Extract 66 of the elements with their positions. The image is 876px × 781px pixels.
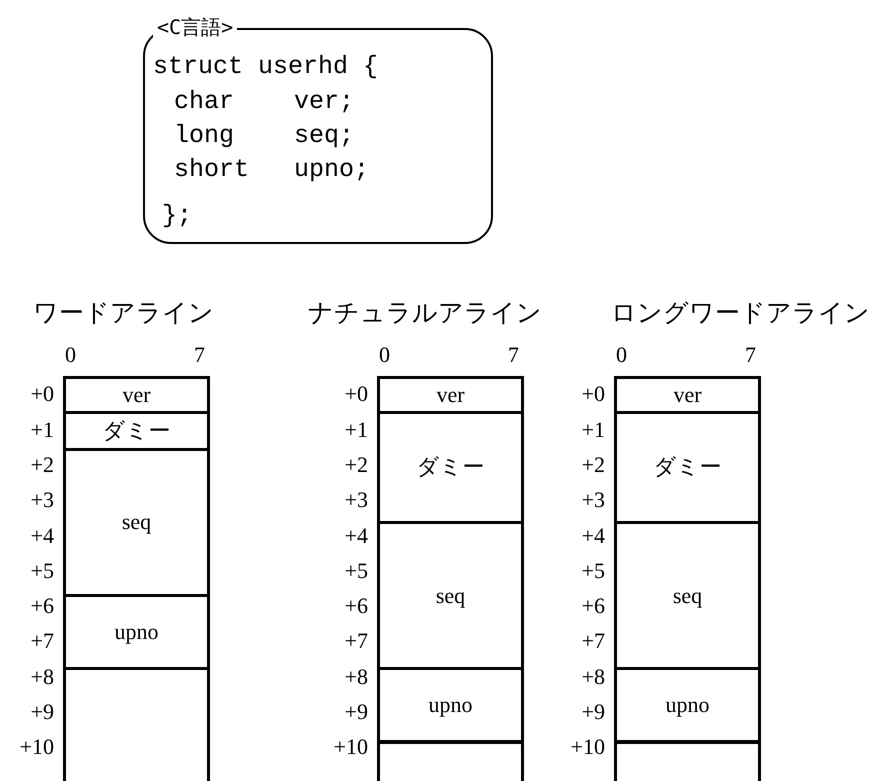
byte-offset: +0 xyxy=(30,383,54,406)
code-line: }; xyxy=(162,203,192,228)
byte-offset: +4 xyxy=(30,524,54,546)
byte-offset: +8 xyxy=(344,666,368,688)
byte-offset: +6 xyxy=(582,595,605,618)
memory-cell xyxy=(63,411,210,451)
byte-offset: +2 xyxy=(582,454,605,476)
byte-offset: +4 xyxy=(344,524,368,546)
byte-offset: +3 xyxy=(344,489,368,512)
memory-cell xyxy=(377,667,524,744)
byte-offset: +8 xyxy=(30,666,54,688)
byte-offset: +6 xyxy=(344,595,368,618)
byte-offset: +5 xyxy=(344,560,368,582)
byte-offset: +0 xyxy=(344,383,368,406)
code-line: struct userhd { xyxy=(153,54,378,79)
byte-offset: +1 xyxy=(344,418,368,441)
byte-offset: +10 xyxy=(20,736,54,758)
alignment-heading: ワードアライン xyxy=(33,300,214,325)
byte-offset: +7 xyxy=(582,630,605,652)
byte-offset: +6 xyxy=(30,595,54,618)
alignment-heading: ロングワードアライン xyxy=(611,300,870,325)
byte-offset: +3 xyxy=(30,489,54,512)
field-name: ダミー xyxy=(102,416,170,445)
field-name: seq xyxy=(672,582,702,609)
bit-number: 7 xyxy=(508,344,519,366)
byte-offset: +8 xyxy=(582,666,605,688)
byte-offset: +2 xyxy=(344,454,368,476)
byte-offset: +7 xyxy=(344,630,368,652)
bit-number: 7 xyxy=(194,344,205,366)
byte-offset: +5 xyxy=(30,560,54,582)
byte-offset: +3 xyxy=(582,489,605,512)
field-name: ダミー xyxy=(416,453,484,482)
byte-offset: +0 xyxy=(582,383,605,406)
byte-offset: +1 xyxy=(582,418,605,441)
field-name: seq xyxy=(122,509,152,536)
field-name: upno xyxy=(114,619,158,646)
field-name: seq xyxy=(436,582,466,609)
field-name: upno xyxy=(428,692,472,718)
field-name: ver xyxy=(122,382,151,408)
memory-cell xyxy=(614,667,761,744)
memory-cell xyxy=(377,411,524,524)
field-name: ver xyxy=(436,382,465,408)
bit-number: 0 xyxy=(379,344,390,366)
field-name: upno xyxy=(666,692,710,718)
memory-cell xyxy=(614,411,761,524)
bit-number: 7 xyxy=(745,344,756,366)
field-name: ダミー xyxy=(654,453,722,482)
byte-offset: +9 xyxy=(30,701,54,723)
bit-number: 0 xyxy=(65,344,76,366)
byte-offset: +9 xyxy=(582,701,605,723)
byte-offset: +7 xyxy=(30,630,54,652)
field-name: ver xyxy=(673,382,702,408)
byte-offset: +9 xyxy=(344,701,368,723)
code-line: long seq; xyxy=(174,123,354,148)
byte-offset: +10 xyxy=(334,736,368,758)
byte-offset: +2 xyxy=(30,454,54,476)
bit-number: 0 xyxy=(616,344,627,366)
code-line: char ver; xyxy=(174,89,354,114)
code-line: short upno; xyxy=(174,157,370,182)
language-heading: <C言語> xyxy=(153,17,238,37)
empty-memory-cell xyxy=(63,667,210,781)
byte-offset: +5 xyxy=(582,560,605,582)
byte-offset: +4 xyxy=(582,524,605,546)
byte-offset: +1 xyxy=(30,418,54,441)
byte-offset: +10 xyxy=(570,736,605,758)
alignment-heading: ナチュラルアライン xyxy=(308,300,542,325)
